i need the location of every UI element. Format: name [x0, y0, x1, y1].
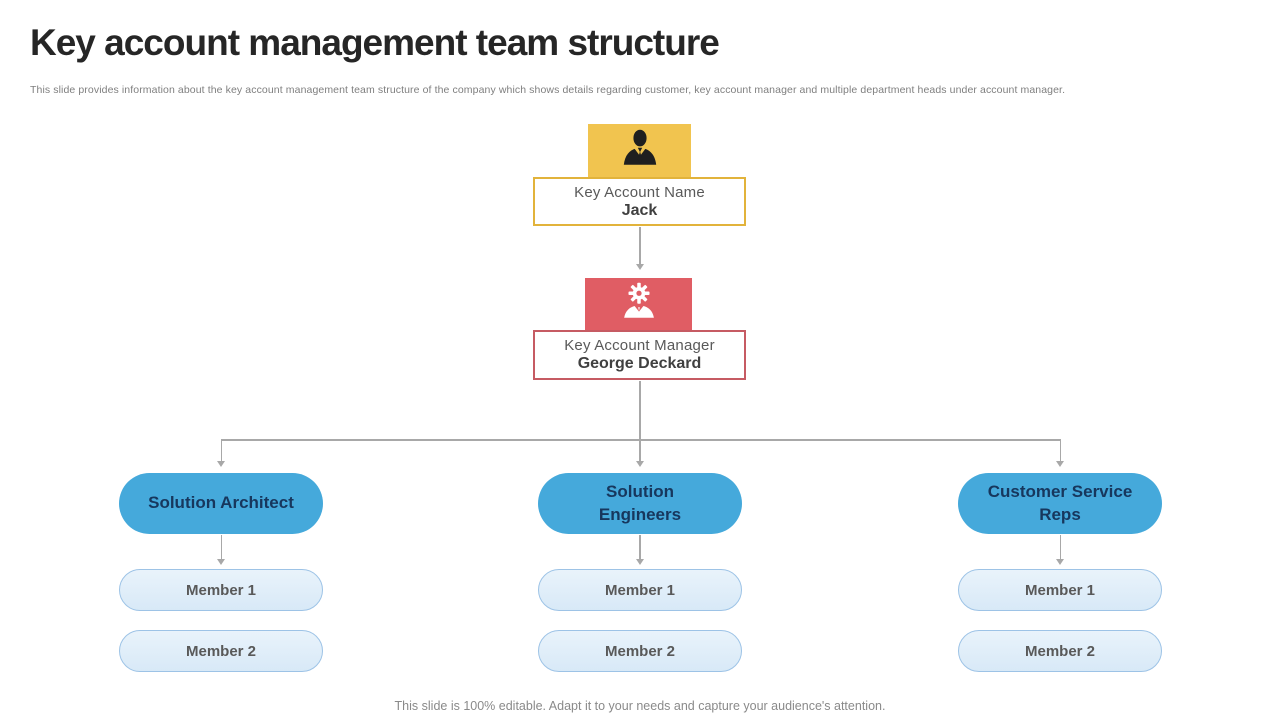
department-pill-solution-engineers: Solution Engineers — [538, 473, 742, 534]
connector-root-to-manager — [639, 227, 641, 265]
arrow-down-icon — [1056, 461, 1064, 467]
connector-manager-stem — [639, 381, 641, 440]
department-label: Solution Architect — [148, 493, 294, 513]
connector-dept-to-member-center — [639, 535, 641, 560]
connector-horizontal-bar — [221, 439, 1061, 441]
slide-subtitle: This slide provides information about th… — [30, 84, 1066, 96]
manager-person-name: George Deckard — [577, 355, 702, 372]
member-pill: Member 2 — [958, 630, 1162, 672]
arrow-down-icon — [635, 264, 644, 270]
root-node-label-box: Key Account Name Jack — [533, 177, 746, 226]
editable-note: This slide is 100% editable. Adapt it to… — [394, 699, 886, 713]
manager-node-icon-box — [585, 278, 692, 331]
department-label: Customer Service Reps — [987, 482, 1133, 524]
businessman-icon — [619, 128, 661, 175]
arrow-down-icon — [217, 461, 225, 467]
member-pill: Member 1 — [958, 569, 1162, 611]
member-pill: Member 1 — [119, 569, 323, 611]
root-node-icon-box — [588, 124, 691, 178]
root-role-label: Key Account Name — [574, 184, 705, 201]
connector-dept-to-member-left — [220, 535, 222, 560]
connector-drop-center — [639, 440, 641, 461]
manager-node-label-box: Key Account Manager George Deckard — [533, 330, 746, 380]
manager-gear-icon — [618, 281, 660, 328]
arrow-down-icon — [635, 559, 644, 565]
member-pill: Member 1 — [538, 569, 742, 611]
arrow-down-icon — [217, 559, 225, 565]
member-pill: Member 2 — [119, 630, 323, 672]
department-label: Solution Engineers — [598, 482, 682, 524]
department-pill-solution-architect: Solution Architect — [119, 473, 323, 534]
department-pill-customer-service-reps: Customer Service Reps — [958, 473, 1162, 534]
connector-dept-to-member-right — [1059, 535, 1061, 560]
connector-drop-right — [1059, 440, 1061, 461]
page-title: Key account management team structure — [30, 22, 720, 63]
manager-role-label: Key Account Manager — [564, 337, 715, 354]
arrow-down-icon — [1056, 559, 1064, 565]
arrow-down-icon — [635, 461, 644, 467]
connector-drop-left — [220, 440, 222, 461]
member-pill: Member 2 — [538, 630, 742, 672]
root-person-name: Jack — [621, 202, 658, 219]
